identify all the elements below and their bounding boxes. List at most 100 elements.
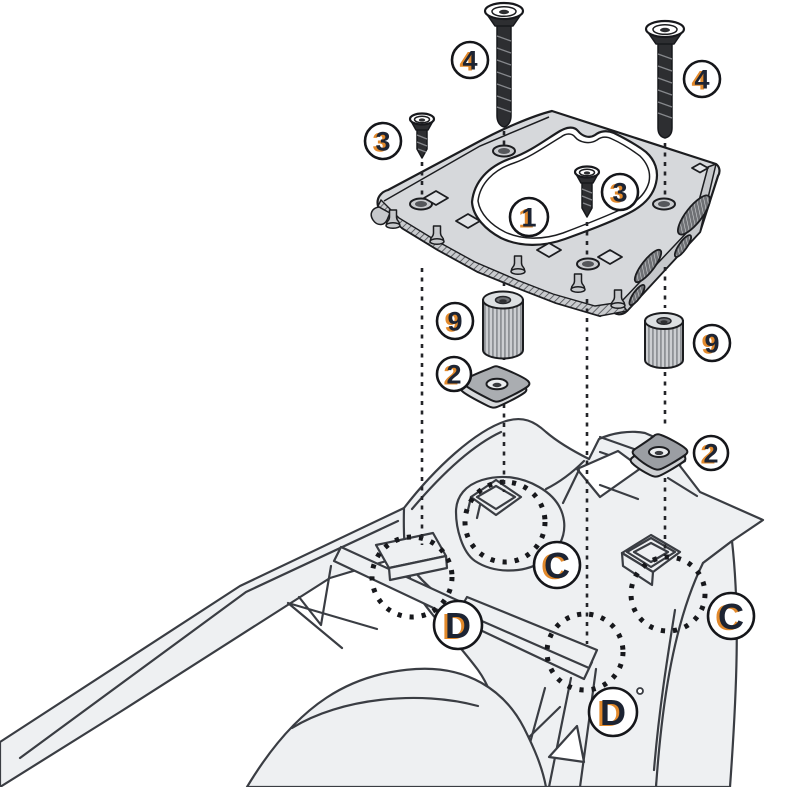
label-text: 4 [462,46,477,76]
plate-screw-hole-left3 [409,197,433,211]
label-text-shadow: D [597,693,623,734]
mount-circle-c-right [628,554,708,634]
spacer-hole-inner [660,320,668,324]
label-text-shadow: 9 [444,308,459,338]
tail-triangle-cutout [547,724,586,764]
spacer-hole-inner [499,299,507,303]
screw-head-ring [491,5,517,18]
screw-threads [657,53,673,119]
label-circle [432,599,484,651]
screw-short-left [408,112,436,159]
label-screw-long-right: 4 4 [682,59,722,99]
plate-diamond-cutout [597,249,623,265]
tail-right-edge-inner [652,608,677,772]
spacer-left [482,290,524,360]
screw-head-ring [413,115,431,124]
label-circle [435,301,475,341]
screw-socket [660,27,670,33]
plate-stud [570,273,586,294]
plate-stud [385,209,401,230]
label-text: 2 [446,360,461,390]
label-circle [508,196,550,238]
screw-socket [418,118,426,122]
plate-diamond-cutout [423,190,449,206]
plate-diamond-cutout [455,213,481,229]
label-text: 3 [612,178,627,208]
label-mount-d-right: D D [587,686,639,738]
square-hole-c-right-inner [632,541,670,564]
spacer-body [482,299,524,360]
label-circle [600,172,640,212]
plate-top-edge-line [383,116,550,202]
label-text-shadow: 2 [443,361,458,391]
nut-plate-hole-inner [492,382,502,388]
label-nut-plate-left: 2 2 [435,355,473,393]
plate-oval-slot [633,248,663,284]
label-mount-c-left: C C [532,540,582,590]
label-text-shadow: C [541,546,567,587]
plate-left-tab [370,206,391,226]
label-text: D [445,605,471,646]
label-text-shadow: D [442,606,468,647]
screw-short-middle [573,165,601,218]
tail-hump-to-pedestal-line [544,459,586,491]
tail-wing-crease-3 [286,601,379,650]
mount-circle-d-right [544,611,626,693]
tail-slat-2 [547,676,573,787]
plate-oval-slot [677,194,711,236]
plate-stud [510,255,526,276]
label-text: 9 [447,307,462,337]
tail-bottom-cowl-crease [290,696,480,730]
plate-screw-hole-left4 [492,144,516,158]
label-nut-plate-right: 2 2 [692,434,730,472]
label-circle [692,323,732,363]
label-text-shadow: 9 [701,330,716,360]
label-text-shadow: 4 [459,47,474,77]
plate-oval-slot-edge [673,234,693,258]
mount-circle-c-left [462,479,548,565]
nut-plate-right [629,433,689,478]
label-circle [706,591,756,641]
label-text: 2 [703,439,718,469]
nut-plate-left [459,365,531,409]
label-text-shadow: C [715,597,741,638]
label-circle [587,686,639,738]
label-circle [532,540,582,590]
label-text: C [544,545,570,586]
spacer-right [644,312,684,369]
label-screw-short-middle: 3 3 [600,172,640,212]
mount-circle-d-left [369,534,455,620]
label-mount-d-left: D D [432,599,484,651]
plate-screw-hole-mid3 [576,257,600,271]
label-spacer-right: 9 9 [692,323,732,363]
screw-long-left [483,1,525,128]
label-text-shadow: 4 [691,66,706,96]
label-screw-short-left: 3 3 [363,121,403,161]
screw-threads [416,134,428,153]
label-mount-c-right: C C [706,591,756,641]
nut-plate-hole-inner [654,450,664,456]
label-text: 3 [375,127,390,157]
tail-wing-crease-2 [297,564,333,627]
label-text-shadow: 1 [518,204,533,234]
label-circle [682,59,722,99]
tail-bottom-cowl [245,667,548,787]
plate-screw-hole-right4 [652,197,676,211]
square-hole-c-left-inner [475,484,517,511]
label-text: D [600,692,626,733]
screw-head-ring [652,23,678,36]
label-text-shadow: 3 [372,128,387,158]
square-hole-c-right [625,536,677,569]
label-text: 9 [704,329,719,359]
tail-wing-crease [18,519,400,760]
label-spacer-left: 9 9 [435,301,475,341]
mount-labels: C C C C D D D D [432,540,756,738]
screw-shaft [496,24,512,128]
screw-long-right [644,19,686,139]
plate-oval-slot-edge [628,284,646,306]
screw-socket [499,9,509,15]
label-text: 4 [694,65,709,95]
label-circle [435,355,473,393]
mount-point-circles [369,479,708,693]
